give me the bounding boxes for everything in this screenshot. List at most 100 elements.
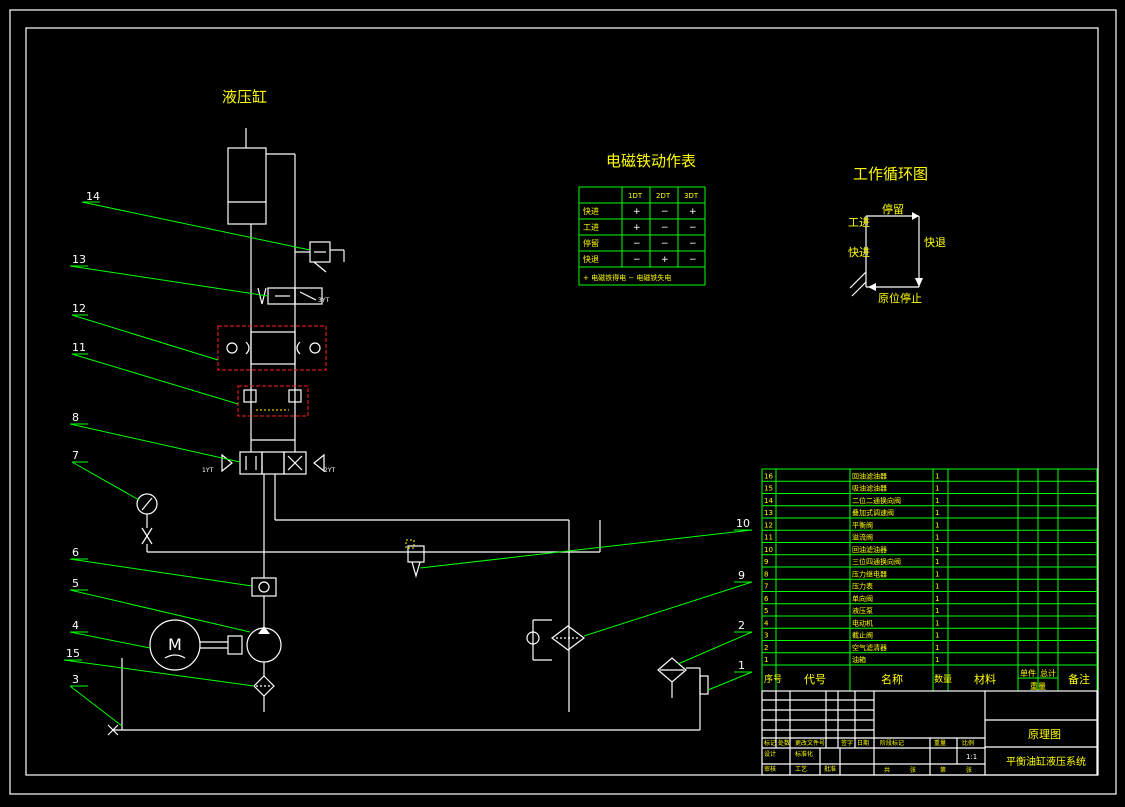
suction-filter-15 — [253, 675, 275, 712]
valve8-right-label: 2YT — [324, 467, 335, 474]
hydraulic-lock-11 — [237, 385, 309, 417]
header-code: 代号 — [804, 673, 826, 686]
parts-list-cell: 1 — [935, 619, 939, 627]
solenoid-cell: + — [661, 255, 669, 265]
header-no: 序号 — [764, 673, 782, 685]
parts-list-cell: 1 — [935, 546, 939, 554]
parts-list-cell: 溢流阀 — [852, 533, 873, 542]
tb-label: 审核 — [764, 765, 776, 773]
solenoid-cell: − — [689, 239, 697, 249]
parts-list-cell: 12 — [764, 521, 773, 529]
parts-list-cell: 1 — [935, 534, 939, 542]
tb-label: 更改文件号 — [795, 739, 825, 747]
parts-list-cell: 二位二通换向阀 — [852, 496, 901, 505]
tb-label: 标准化 — [795, 750, 813, 758]
parts-list-cell: 6 — [764, 595, 769, 603]
header-remark: 备注 — [1068, 672, 1090, 686]
parts-list-cell: 1 — [935, 509, 939, 517]
parts-list-cell: 8 — [764, 570, 768, 578]
tb-label: 批准 — [824, 765, 836, 773]
pressure-gauge-7 — [136, 493, 158, 552]
solenoid-row-label: 停留 — [583, 238, 599, 248]
solenoid-cell: − — [661, 207, 669, 217]
parts-list-cell: 10 — [764, 546, 773, 554]
cycle-label-rapid-in: 快进 — [848, 246, 870, 259]
parts-list-cell: 1 — [935, 644, 939, 652]
tb-label: 张 — [966, 766, 972, 774]
pressure-relay-14 — [295, 241, 345, 273]
inner-border — [25, 27, 1099, 776]
callout-11: 11 — [72, 341, 86, 354]
parts-list-cell: 平衡阀 — [852, 520, 873, 529]
solenoid-row-label: 工进 — [583, 223, 599, 232]
tb-label: 阶段标记 — [880, 739, 904, 747]
valve13-label: 3YT — [318, 297, 329, 304]
tb-label: 设计 — [764, 750, 776, 758]
callout-12: 12 — [72, 302, 86, 315]
callout-5: 5 — [72, 577, 79, 590]
parts-list-cell: 4 — [764, 619, 769, 627]
parts-list-cell: 回油滤油器 — [852, 545, 887, 554]
tb-scale: 1:1 — [966, 753, 977, 761]
parts-list-cell: 空气滤清器 — [852, 643, 887, 652]
parts-list-cell: 单向阀 — [852, 594, 873, 603]
solenoid-header: 3DT — [684, 192, 699, 200]
parts-list-cell: 7 — [764, 583, 768, 591]
solenoid-cell: − — [661, 223, 669, 233]
electric-motor-4: M — [149, 619, 243, 671]
outer-border — [9, 9, 1117, 795]
parts-list-cell: 1 — [935, 472, 939, 480]
cycle-label-work-feed: 工进 — [848, 216, 870, 229]
parts-list-cell: 3 — [764, 632, 768, 640]
parts-list-cell: 5 — [764, 607, 768, 615]
return-filter-9 — [526, 619, 585, 661]
parts-list-cell: 1 — [935, 521, 939, 529]
tb-label: 张 — [910, 766, 916, 774]
header-material: 材料 — [974, 672, 996, 686]
valve8-left-label: 1YT — [202, 467, 213, 474]
cycle-label-home: 原位停止 — [878, 291, 922, 305]
parts-list-cell: 14 — [764, 497, 773, 505]
parts-list-grid — [761, 468, 1098, 692]
callout-leaders — [63, 201, 753, 727]
solenoid-cell: − — [689, 255, 697, 265]
solenoid-cell: − — [633, 239, 641, 249]
tb-label: 重量 — [934, 739, 946, 747]
parts-list-cell: 1 — [935, 607, 939, 615]
parts-list-cell: 1 — [935, 570, 939, 578]
two-way-valve-13: 3YT — [257, 287, 329, 305]
parts-list-cell: 1 — [764, 656, 768, 664]
callout-9: 9 — [738, 569, 745, 582]
parts-list-cell: 9 — [764, 558, 768, 566]
callout-7: 7 — [72, 449, 79, 462]
drawing-name: 原理图 — [1028, 728, 1061, 741]
tb-label: 工艺 — [795, 765, 807, 773]
solenoid-row-label: 快进 — [583, 206, 599, 216]
parts-list-cell: 三位四通换向阀 — [852, 557, 901, 566]
solenoid-table-note: + 电磁铁得电 − 电磁铁失电 — [583, 273, 671, 282]
solenoid-row-label: 快退 — [583, 254, 599, 264]
parts-list-cell: 吸油滤油器 — [852, 484, 887, 493]
parts-list-cell: 11 — [764, 534, 773, 542]
callout-10: 10 — [736, 517, 750, 530]
callout-1: 1 — [738, 659, 745, 672]
parts-list-cell: 压力继电器 — [852, 569, 887, 578]
three-position-valve-8: 1YT 2YT — [202, 439, 335, 475]
tb-label: 日期 — [857, 739, 869, 747]
callout-8: 8 — [72, 411, 79, 424]
check-valve-6 — [251, 577, 277, 630]
solenoid-table-cells: 1DT 2DT 3DT 快进 + − + 工进 + − − 停留 − − − 快… — [583, 192, 699, 282]
parts-list-cell: 1 — [935, 595, 939, 603]
product-name: 平衡油缸液压系统 — [1006, 755, 1086, 768]
parts-list-cell: 1 — [935, 558, 939, 566]
callout-14: 14 — [86, 190, 100, 203]
solenoid-table — [578, 186, 706, 286]
svg-text:M: M — [168, 635, 182, 654]
callout-2: 2 — [738, 619, 745, 632]
oil-tank-1 — [686, 667, 709, 730]
parts-list-cell: 1 — [935, 583, 939, 591]
callout-13: 13 — [72, 253, 86, 266]
parts-list-cell: 液压泵 — [852, 606, 873, 615]
tb-label: 签字 — [841, 739, 853, 747]
